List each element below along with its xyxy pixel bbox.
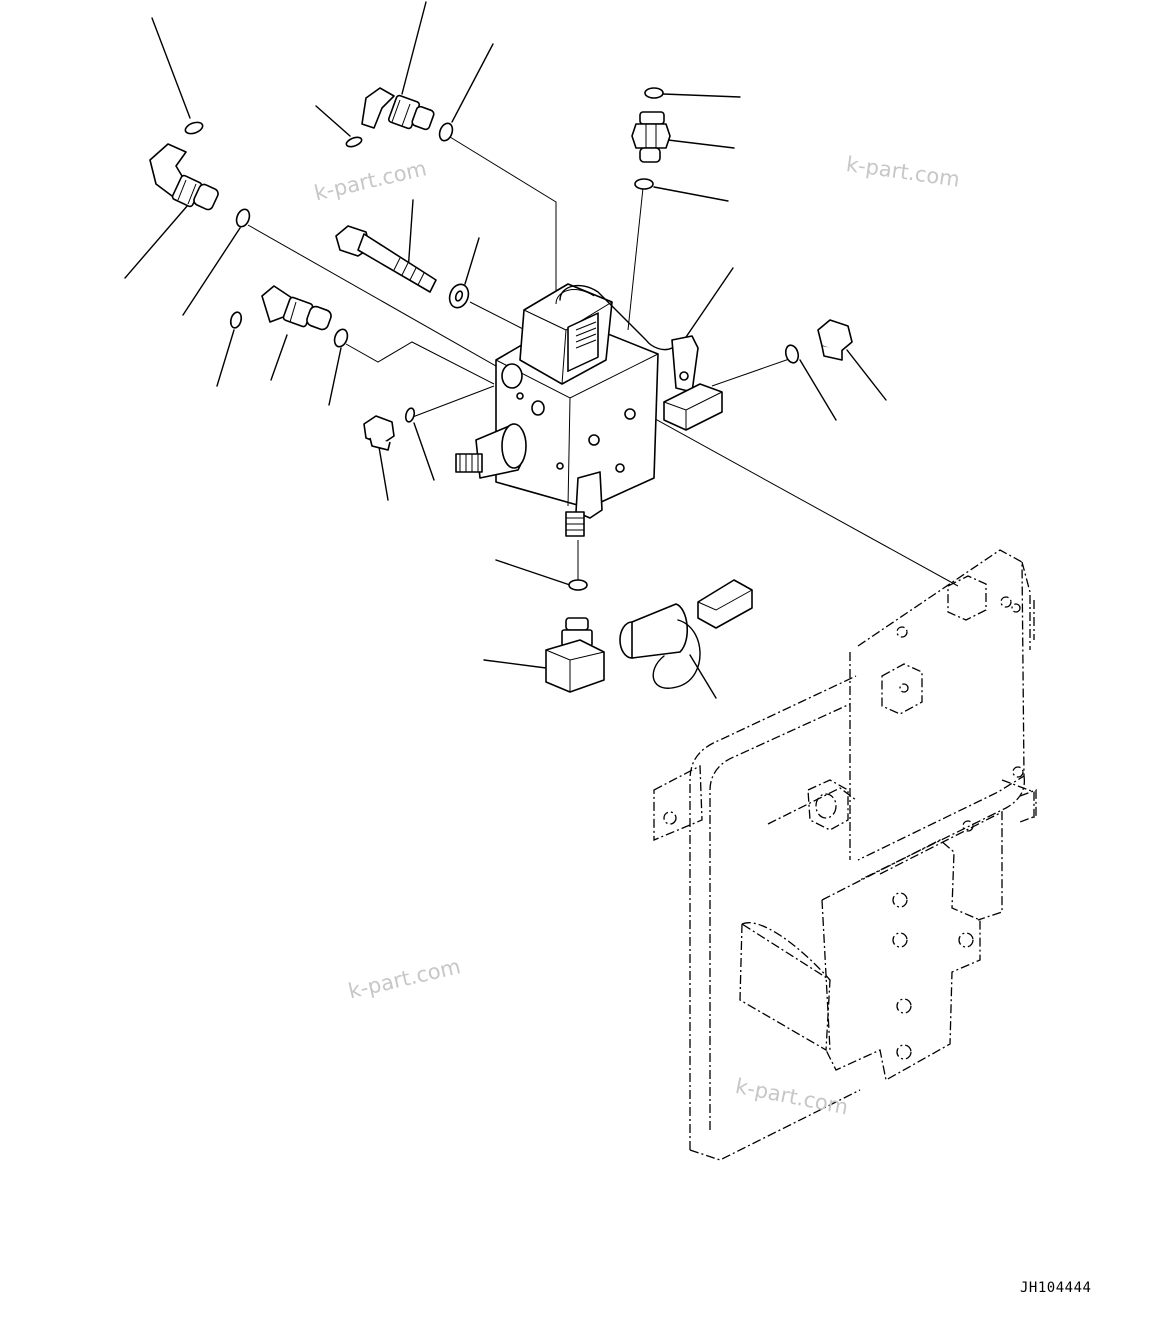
leader-lines (124, 1, 887, 699)
mounting-bracket (653, 549, 1037, 1161)
bolt (335, 225, 437, 293)
plug-left (363, 415, 395, 451)
plug-right (817, 319, 853, 361)
routing-lines (247, 136, 959, 587)
drawing-code: JH104444 (1020, 1280, 1092, 1296)
valve-block (455, 283, 723, 537)
tee-fitting (545, 617, 605, 693)
pressure-switch-top (631, 111, 671, 163)
o-rings (184, 87, 800, 591)
pressure-sensor (619, 579, 753, 689)
elbow-fitting-upper (361, 87, 435, 131)
elbow-fitting-left (149, 143, 219, 211)
elbow-fitting-45 (261, 285, 332, 331)
